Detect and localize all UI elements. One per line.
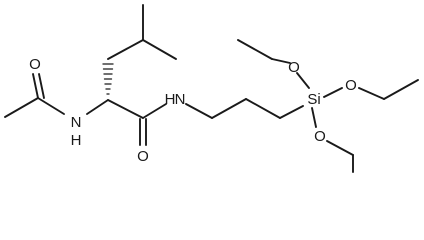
atom-nitrogen-left: N [71, 114, 82, 131]
acetyl-group [4, 73, 65, 118]
bond-o-right-ch2 [358, 87, 385, 100]
bond-c2-c3 [245, 98, 281, 119]
bond-acetyl-n [37, 97, 65, 115]
bond-ch2-ch [107, 39, 144, 60]
triethoxysilyl-group [237, 39, 419, 173]
bond-methyl-acetyl [4, 97, 39, 118]
atom-labels: O N H O H N Si O O O [29, 56, 357, 165]
bond-si-o-top [296, 72, 310, 89]
bond-si-o-bottom [311, 107, 317, 128]
bond-alpha-carbonyl [107, 99, 144, 119]
atom-oxygen-amide: O [137, 148, 149, 165]
atom-oxygen-acetyl: O [29, 56, 41, 73]
atom-nitrogen-right: N [175, 91, 186, 108]
atom-silicon: Si [307, 91, 320, 108]
structure-diagram: O N H O H N Si O O O [4, 4, 419, 173]
bond-c1-c2 [211, 98, 247, 119]
bond-c3-si [279, 105, 304, 119]
backbone [86, 4, 177, 146]
atom-hydrogen-left: H [71, 132, 82, 149]
bond-acetyl-co-a [32, 73, 39, 99]
propyl-linker [185, 98, 304, 119]
bond-si-o-right [323, 87, 343, 98]
atom-oxygen-ethoxy-top: O [288, 59, 300, 76]
stereo-hash-bond [102, 63, 114, 95]
bond-n-c1 [185, 103, 213, 119]
bond-ethyl-top [237, 39, 273, 60]
bond-n-alpha [86, 99, 109, 115]
bond-acetyl-co-b [38, 73, 45, 99]
bond-carbonyl-n [142, 103, 167, 119]
atom-hydrogen-right: H [165, 91, 176, 108]
bond-ch-methyl-right [142, 39, 177, 60]
atom-oxygen-ethoxy-right: O [345, 77, 357, 94]
atom-oxygen-ethoxy-bottom: O [314, 128, 326, 145]
bond-ethyl-right [383, 79, 419, 100]
bond-o-bottom-ch2 [326, 140, 354, 156]
bond-o-top-ch2 [271, 58, 291, 64]
